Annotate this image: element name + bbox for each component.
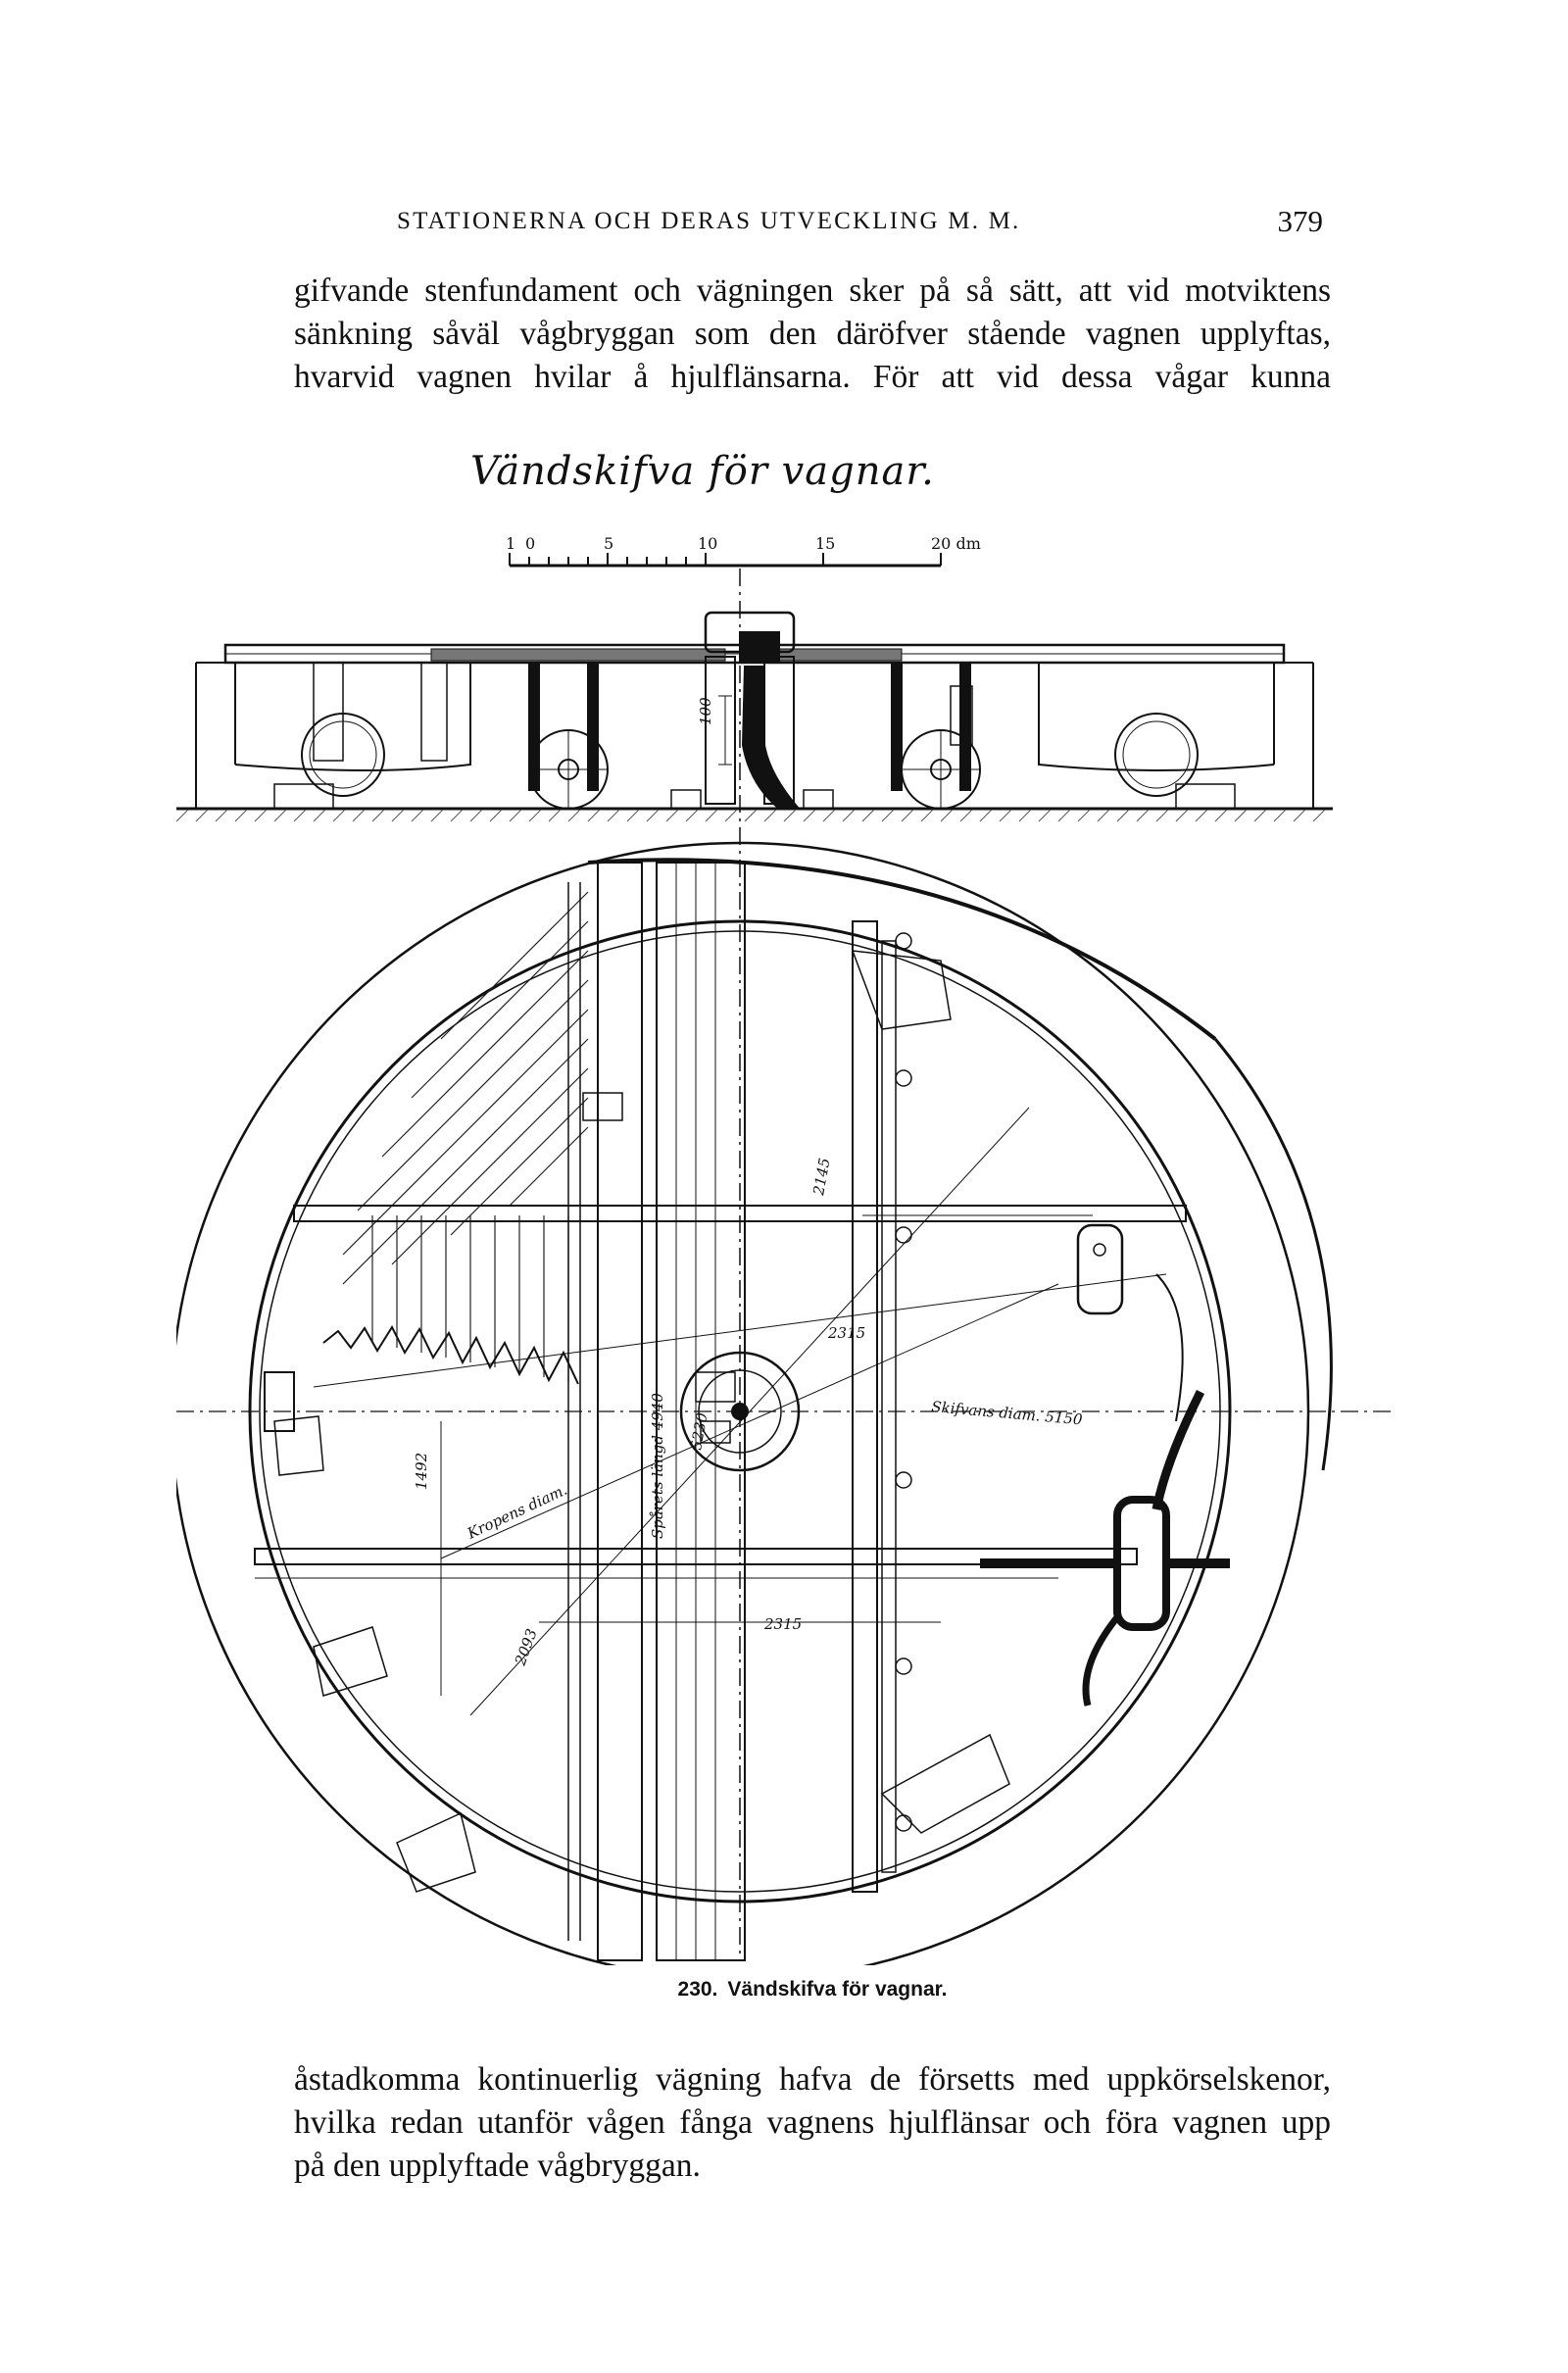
caption-text: Vändskifva för vagnar. <box>727 1978 948 2001</box>
running-title: STATIONERNA OCH DERAS UTVECKLING M. M. <box>397 208 1021 234</box>
dimension-label: 1492 <box>413 1453 430 1490</box>
paragraph-line: sänkning såväl vågbryggan som den däröfv… <box>294 316 1331 352</box>
scale-label: 5 <box>604 534 613 553</box>
dimension-label: 5230 <box>687 1411 710 1452</box>
scale-bar <box>509 553 942 568</box>
side-elevation <box>176 611 1333 822</box>
running-head: STATIONERNA OCH DERAS UTVECKLING M. M. 3… <box>294 204 1323 247</box>
page-number: 379 <box>1277 204 1324 238</box>
figure-caption: 230. Vändskifva för vagnar. <box>294 1978 1331 2002</box>
turntable-drawing: 1 0 5 10 15 20 dm <box>176 431 1392 1965</box>
drawing-svg: 1 0 5 10 15 20 dm <box>176 534 1392 1965</box>
dimension-label: 100 <box>697 697 714 725</box>
paragraph-top: gifvande stenfundament och vägningen ske… <box>294 270 1331 399</box>
paragraph-line: gifvande stenfundament och vägningen ske… <box>294 272 1331 309</box>
scale-label: 0 <box>525 534 535 553</box>
scale-label: 1 <box>506 534 515 553</box>
dimension-label: 2315 <box>763 1615 802 1633</box>
scale-label: 10 <box>698 534 717 553</box>
paragraph-line: på den upplyftade vågbryggan. <box>294 2148 701 2184</box>
dimension-label: Kropens diam. <box>464 1481 570 1543</box>
dimension-label: 2093 <box>512 1626 541 1668</box>
dimension-label: 2315 <box>827 1324 865 1342</box>
dimension-label: Spårets längd 4940 <box>649 1393 666 1539</box>
plan-view <box>176 841 1392 1965</box>
paragraph-line: hvarvid vagnen hvilar å hjulflänsarna. F… <box>294 359 1331 395</box>
caption-number: 230. <box>677 1978 718 2001</box>
dimension-label: 2145 <box>809 1157 834 1198</box>
paragraph-bottom: åstadkomma kontinuerlig vägning hafva de… <box>294 2058 1331 2188</box>
figure-handwritten-title: Vändskifva för vagnar. <box>470 449 935 494</box>
scale-label: 20 dm <box>931 534 981 553</box>
paragraph-line: åstadkomma kontinuerlig vägning hafva de… <box>294 2061 1331 2098</box>
dimension-label: Skifvans diam. 5150 <box>931 1398 1084 1428</box>
scale-label: 15 <box>815 534 835 553</box>
paragraph-line: hvilka redan utanför vågen fånga vagnens… <box>294 2104 1331 2141</box>
